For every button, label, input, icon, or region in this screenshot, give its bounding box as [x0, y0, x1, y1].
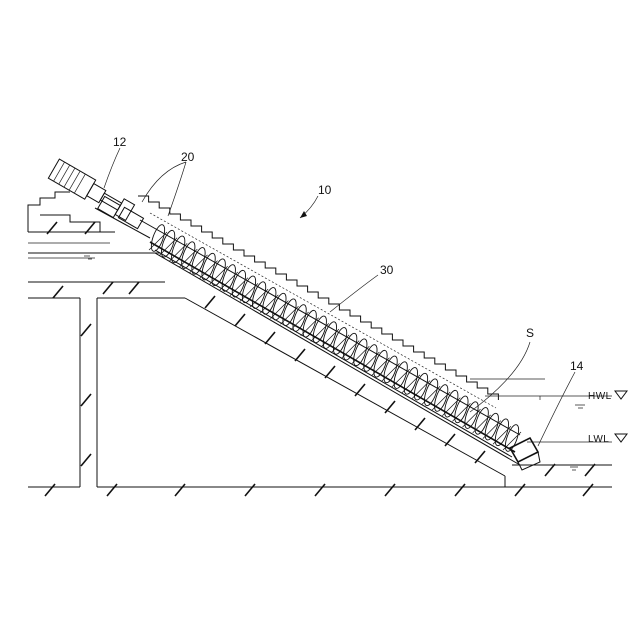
hatch-mark	[235, 314, 245, 326]
label-lwl: LWL	[588, 434, 609, 445]
hatch-mark	[385, 484, 395, 496]
label-10: 10	[318, 183, 332, 197]
hatch-mark	[585, 464, 595, 476]
hatch-mark	[475, 451, 485, 463]
hatch-mark	[445, 434, 455, 446]
concrete-hatching	[45, 222, 595, 496]
hatch-mark	[315, 484, 325, 496]
hatch-mark	[515, 484, 525, 496]
label-12: 12	[113, 135, 127, 149]
hatch-mark	[107, 484, 117, 496]
hatch-mark	[245, 484, 255, 496]
label-14: 14	[570, 359, 584, 373]
label-30: 30	[380, 263, 394, 277]
hatch-mark	[205, 296, 215, 308]
lwl-marker-icon	[615, 434, 627, 442]
hatch-mark	[295, 349, 305, 361]
leader-lines	[104, 148, 575, 446]
hatch-mark	[81, 394, 91, 406]
hatch-mark	[455, 484, 465, 496]
hatch-mark	[355, 384, 365, 396]
hatch-mark	[45, 484, 55, 496]
hatch-mark	[545, 464, 555, 476]
drive-unit	[28, 159, 150, 238]
hatch-mark	[53, 286, 63, 298]
screw-housing	[138, 196, 612, 457]
hatch-mark	[103, 282, 113, 294]
label-S: S	[526, 326, 534, 340]
screw-flights	[149, 223, 522, 453]
hwl-marker-icon	[615, 391, 627, 399]
hatch-mark	[175, 484, 185, 496]
hatch-mark	[583, 484, 593, 496]
hatch-mark	[81, 324, 91, 336]
hatch-mark	[129, 282, 139, 294]
hatch-mark	[325, 366, 335, 378]
hatch-mark	[265, 332, 275, 344]
hatch-mark	[385, 401, 395, 413]
concrete-structure	[28, 232, 612, 487]
label-hwl: HWL	[588, 391, 612, 402]
hatch-mark	[81, 454, 91, 466]
label-20: 20	[181, 150, 195, 164]
